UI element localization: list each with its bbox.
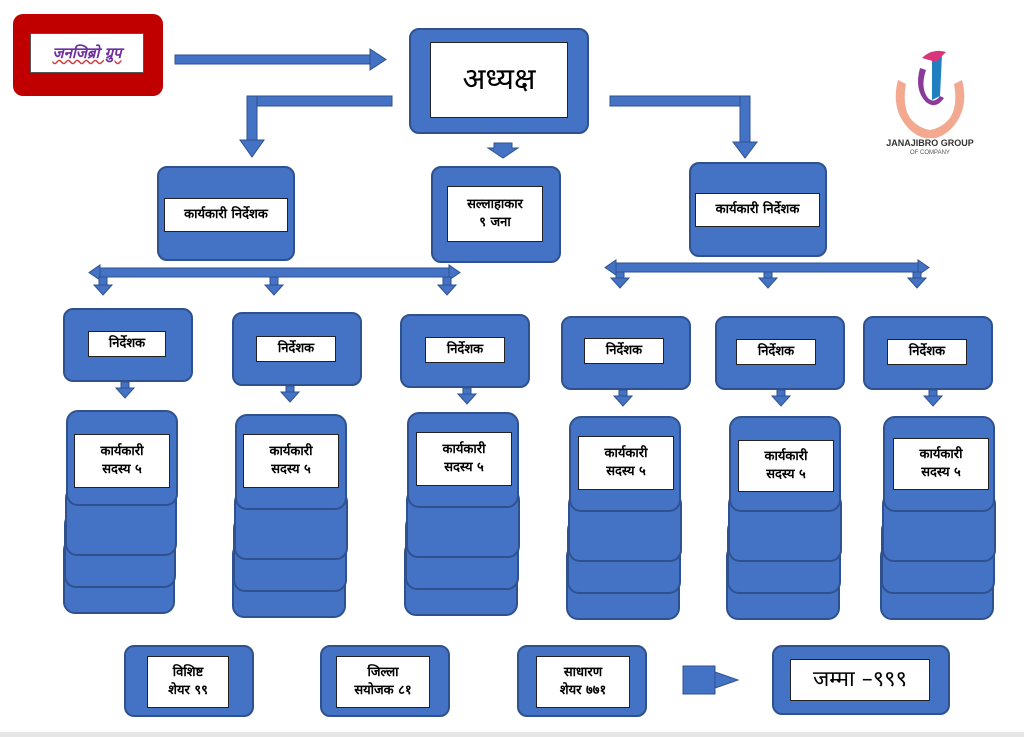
general-share-label: साधारण शेयर ७७१ [536,656,630,708]
left-executive-director-label: कार्यकारी निर्देशक [164,198,288,232]
member-label: कार्यकारी सदस्य ५ [893,438,989,490]
chairman-label: अध्यक्ष [430,42,568,118]
member-label: कार्यकारी सदस्य ५ [578,436,674,490]
director-label: निर्देशक [88,331,166,357]
right-executive-director-label: कार्यकारी निर्देशक [695,193,820,227]
special-share-label: विशिष्ट शेयर ९९ [147,656,229,708]
director-label: निर्देशक [425,337,505,363]
member-label: कार्यकारी सदस्य ५ [416,432,512,486]
director-label: निर्देशक [887,339,967,365]
hands-logo-icon [895,50,965,139]
director-label: निर्देशक [256,336,336,362]
district-coordinator-label: जिल्ला सयोजक ८१ [336,656,430,708]
advisors-label: सल्लाहाकार ९ जना [447,186,543,242]
total-label: जम्मा –९९९ [790,659,930,701]
page-bottom-divider [0,732,1024,737]
member-label: कार्यकारी सदस्य ५ [738,440,834,492]
logo-subtitle: OF COMPANY [910,150,950,156]
member-label: कार्यकारी सदस्य ५ [243,434,339,488]
director-label: निर्देशक [736,339,816,365]
director-label: निर्देशक [584,338,664,364]
brand-name: जनजिब्रो ग्रुप [30,33,144,73]
member-label: कार्यकारी सदस्य ५ [74,434,170,488]
logo-title: JANAJIBRO GROUP [886,138,974,148]
